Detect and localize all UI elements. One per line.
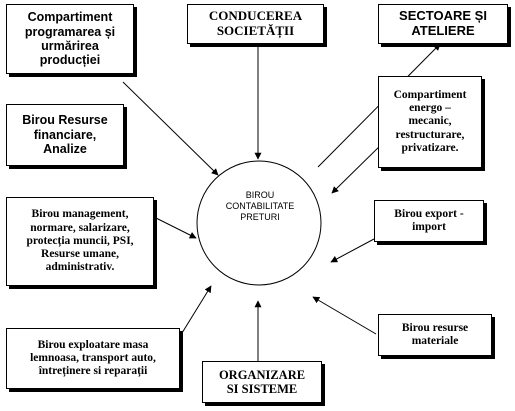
- box-organizare: ORGANIZARE SI SISTEME: [202, 361, 322, 403]
- box-resurse-financiare: Birou Resurse financiare, Analize: [6, 104, 124, 166]
- box-comp-programare: Compartiment programarea și urmărirea pr…: [6, 4, 134, 74]
- box-energo: Compartiment energo – mecanic, restructu…: [378, 76, 482, 168]
- box-exploatare: Birou exploatare masa lemnoasa, transpor…: [6, 328, 180, 389]
- center-circle: [196, 160, 322, 286]
- box-resurse-materiale: Birou resurse materiale: [378, 314, 492, 356]
- arrow-management: [153, 216, 197, 239]
- center-label: BIROU CONTABILITATE PRETURI: [225, 190, 295, 222]
- arrow-comp-programare: [122, 81, 219, 176]
- arrow-energo: [331, 139, 387, 194]
- box-export: Birou export - import: [374, 200, 484, 242]
- arrow-exploatare: [181, 285, 212, 334]
- box-sectoare: SECTOARE ȘI ATELIERE: [378, 4, 508, 44]
- box-conducerea: CONDUCEREA SOCIETĂȚII: [187, 4, 324, 44]
- box-management: Birou management, normare, salarizare, p…: [6, 197, 154, 286]
- arrow-export: [330, 238, 375, 263]
- arrow-resurse-materiale: [312, 296, 377, 335]
